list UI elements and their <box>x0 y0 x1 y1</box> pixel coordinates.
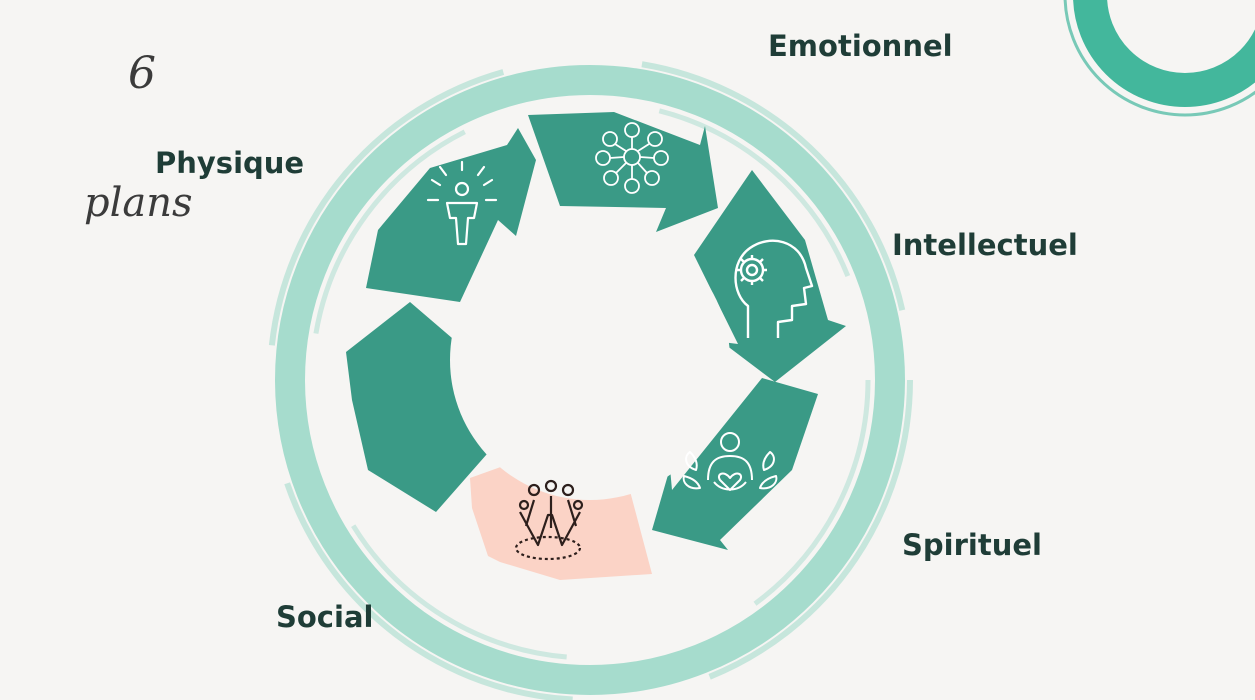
arrow-emotionnel <box>528 112 718 232</box>
arrow-intellectuel <box>694 170 846 382</box>
arrow-spirituel <box>652 378 818 550</box>
arrow-social-left <box>346 302 494 512</box>
label-social: Social <box>276 600 374 634</box>
emotions-network-icon <box>595 122 669 194</box>
corner-ring <box>1063 0 1255 117</box>
label-physique: Physique <box>155 146 305 180</box>
arrow-physique <box>366 128 536 302</box>
plan-count: 6 <box>128 48 156 99</box>
brush-ring <box>267 57 913 700</box>
label-spirituel: Spirituel <box>902 528 1042 562</box>
center-disc <box>450 220 730 500</box>
person-radiating-icon <box>426 160 498 246</box>
head-gear-icon <box>734 239 814 338</box>
label-emotionnel: Emotionnel <box>768 29 953 63</box>
plan-word: plans <box>84 180 193 226</box>
label-intellectuel: Intellectuel <box>892 228 1078 262</box>
group-hug-icon <box>514 479 584 561</box>
heart-meditation-icon <box>682 432 778 491</box>
